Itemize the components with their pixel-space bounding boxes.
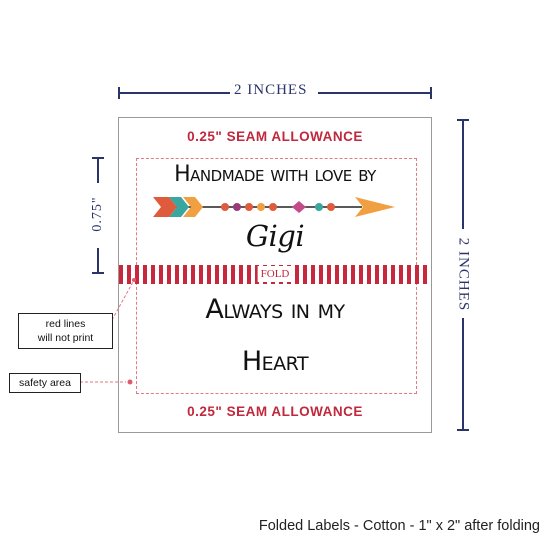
fold-dim-line-bottom <box>97 248 99 274</box>
label-card: 0.25" SEAM ALLOWANCE Handmade with love … <box>118 117 432 433</box>
arrow-icon <box>153 197 395 217</box>
label-line-handmade: Handmade with love by <box>174 162 376 187</box>
label-line-always: Always in my <box>205 294 345 325</box>
fold-dim-line-top <box>97 157 99 183</box>
seam-allowance-bottom: 0.25" SEAM ALLOWANCE <box>187 404 363 419</box>
height-dim-line-top <box>462 119 464 229</box>
width-dim-line-right <box>318 92 432 94</box>
height-dim-line-bottom <box>462 318 464 431</box>
label-line-heart: Heart <box>241 346 309 377</box>
label-name: Gigi <box>245 219 305 253</box>
caption: Folded Labels - Cotton - 1" x 2" after f… <box>258 518 540 534</box>
width-dim-line-left <box>118 92 230 94</box>
fold-label: FOLD <box>257 266 293 282</box>
fold-dim-tick-bottom <box>92 272 104 274</box>
red-lines-callout: red lines will not print <box>18 313 113 349</box>
seam-allowance-top: 0.25" SEAM ALLOWANCE <box>187 129 363 144</box>
height-dim-tick-bottom <box>457 429 469 431</box>
width-dim-tick-right <box>430 87 432 99</box>
safety-area-callout: safety area <box>9 373 81 393</box>
width-dim-label: 2 INCHES <box>234 82 308 98</box>
